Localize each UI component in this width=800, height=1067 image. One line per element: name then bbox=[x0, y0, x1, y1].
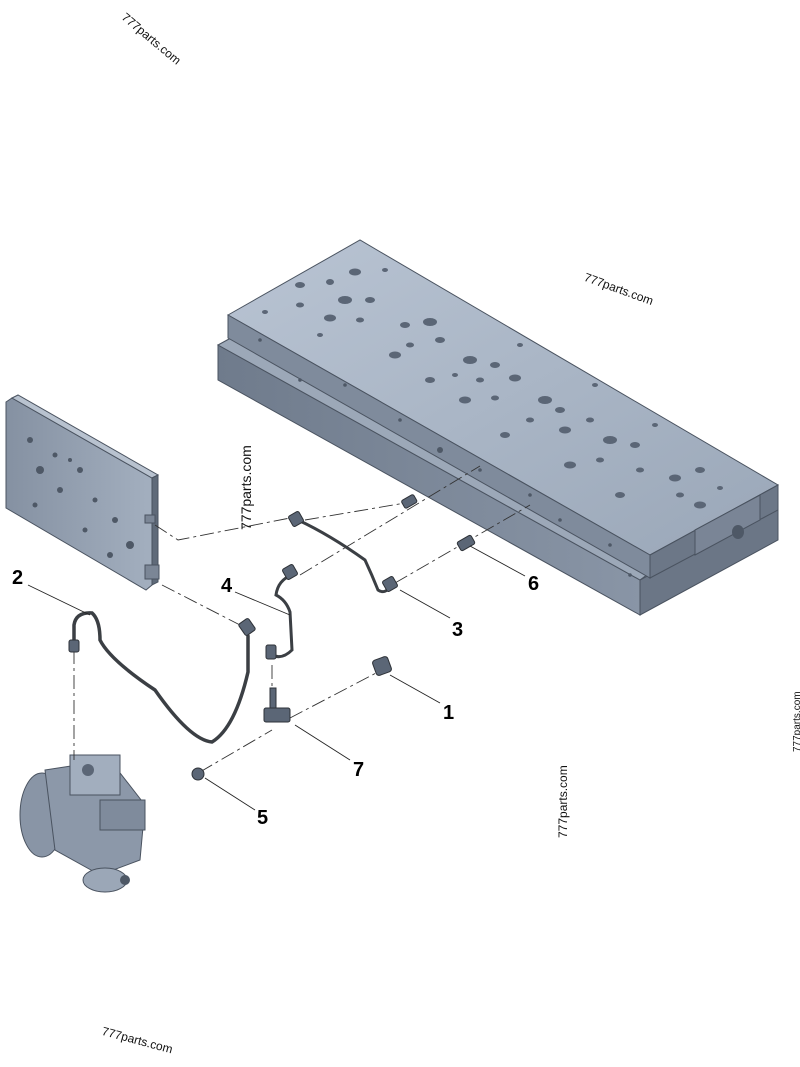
connector-6 bbox=[456, 534, 476, 552]
valve-body bbox=[216, 239, 780, 616]
pump-regulator bbox=[99, 799, 146, 831]
valve-body-end-block bbox=[694, 494, 761, 556]
callout-2: 2 bbox=[12, 567, 24, 589]
valve-body-side-holes bbox=[258, 338, 632, 577]
part-7-stem bbox=[269, 687, 277, 709]
callout-6: 6 bbox=[528, 573, 540, 595]
fitting-tube-2-end bbox=[238, 618, 256, 636]
fitting-tube-2-top bbox=[68, 639, 80, 653]
pump-valve-block bbox=[69, 754, 121, 796]
pump-fitting bbox=[82, 764, 94, 776]
callout-5: 5 bbox=[257, 807, 269, 829]
tube-2 bbox=[72, 611, 250, 744]
callout-7: 7 bbox=[353, 759, 365, 781]
watermark-bottom-vertical: 777parts.com bbox=[556, 765, 570, 838]
valve-body-end-port bbox=[732, 525, 744, 539]
pump-port bbox=[120, 875, 130, 885]
callout-4: 4 bbox=[221, 575, 233, 597]
tube-4 bbox=[270, 573, 294, 659]
fitting-tube-3-end bbox=[382, 576, 398, 592]
fitting-tube-4-bottom bbox=[265, 644, 277, 660]
watermark-middle-vertical: 777parts.com bbox=[238, 445, 254, 530]
fitting-tube-3-top bbox=[288, 511, 304, 527]
part-1-plug bbox=[372, 656, 392, 676]
part-7-tee bbox=[263, 707, 291, 723]
plate-face bbox=[5, 397, 153, 591]
tube-3 bbox=[296, 518, 394, 594]
fittings bbox=[68, 494, 476, 781]
callout-3: 3 bbox=[452, 619, 464, 641]
callout-1: 1 bbox=[443, 702, 455, 724]
hydraulic-pump bbox=[19, 754, 146, 893]
watermark-right-edge: 777parts.com bbox=[792, 691, 800, 752]
leader-lines bbox=[27, 545, 526, 811]
connector-6a bbox=[401, 494, 418, 509]
tubes bbox=[72, 518, 394, 744]
valve-body-holes bbox=[262, 268, 723, 509]
fitting-tube-4-top bbox=[282, 564, 298, 580]
plate-side bbox=[151, 474, 159, 586]
plate-fitting-top bbox=[144, 514, 156, 524]
plate-holes bbox=[27, 437, 134, 558]
plate-fitting-bottom bbox=[144, 564, 160, 580]
part-5-cap bbox=[191, 767, 205, 781]
control-valve-plate bbox=[5, 394, 160, 591]
